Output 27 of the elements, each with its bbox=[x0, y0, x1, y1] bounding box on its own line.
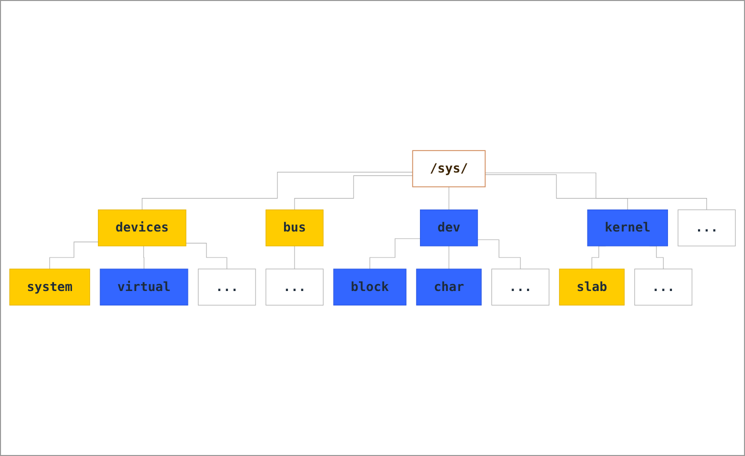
node-box: devices bbox=[98, 210, 186, 246]
connector bbox=[484, 172, 707, 210]
node-box: slab bbox=[559, 268, 625, 306]
connector bbox=[484, 174, 628, 210]
node-box: ... bbox=[634, 268, 692, 306]
connector bbox=[294, 175, 413, 210]
node-box: kernel bbox=[587, 210, 668, 246]
connector bbox=[49, 242, 99, 270]
node-box: ... bbox=[678, 210, 736, 246]
node-box: ... bbox=[266, 268, 324, 306]
node-box: system bbox=[9, 268, 90, 306]
connector bbox=[142, 172, 413, 210]
node-box: dev bbox=[420, 210, 478, 246]
connector bbox=[186, 243, 228, 270]
node-box: bus bbox=[266, 210, 324, 246]
node-box: char bbox=[416, 268, 482, 306]
connector bbox=[294, 246, 295, 270]
connector bbox=[370, 238, 421, 270]
connector bbox=[448, 186, 450, 210]
connector bbox=[448, 246, 450, 270]
connector bbox=[477, 240, 521, 270]
node-box: /sys/ bbox=[412, 150, 486, 188]
node-box: block bbox=[333, 268, 406, 306]
node-box: virtual bbox=[100, 268, 188, 306]
node-box: ... bbox=[491, 268, 550, 306]
node-box: ... bbox=[198, 268, 256, 306]
connector bbox=[143, 246, 144, 270]
